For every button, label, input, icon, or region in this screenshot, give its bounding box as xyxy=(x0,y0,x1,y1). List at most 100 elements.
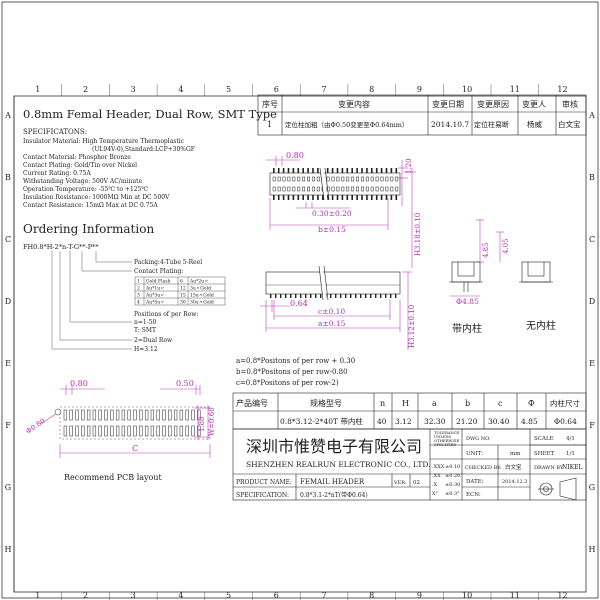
top-socket-lower xyxy=(395,186,399,192)
part-c-6: 30.40 xyxy=(488,417,510,426)
rev-c-0: 1 xyxy=(267,120,272,129)
top-pin-lower xyxy=(336,195,339,200)
pcb-pad-lower xyxy=(162,425,166,437)
pcb-pad-upper xyxy=(168,409,172,421)
pcb-pad-upper xyxy=(92,409,97,421)
side-pin xyxy=(320,294,322,298)
top-socket-upper xyxy=(375,176,379,182)
positions-type: T: SMT xyxy=(134,327,156,334)
tol-line-2: OTHERWISE xyxy=(434,438,460,443)
dim-405: 4.05 xyxy=(502,238,510,254)
top-pin-upper xyxy=(351,168,353,173)
top-socket-upper xyxy=(336,176,340,182)
plating-cell: 30u〃Gold xyxy=(190,300,214,306)
pcb-dim-080: 0.80 xyxy=(70,379,88,388)
border-col-bottom-2: 2 xyxy=(83,591,88,600)
label-with-post: 带内柱 xyxy=(452,322,482,335)
pcb-pad-upper xyxy=(133,409,137,421)
top-socket-upper xyxy=(390,176,394,182)
part-c-8: Φ0.64 xyxy=(554,417,577,426)
dim-phi-post: Φ4.85 xyxy=(456,297,479,306)
top-socket-upper xyxy=(341,176,345,182)
spec-line-8: Contact Resistance: 15mΩ Max at DC 0.75A xyxy=(23,202,158,209)
side-pin xyxy=(360,294,362,298)
plating-cell: 12 xyxy=(180,286,186,292)
top-socket-lower xyxy=(346,186,350,192)
side-view-connector xyxy=(265,265,401,301)
rev-h-2: 变更日期 xyxy=(432,99,464,109)
dim-a: a±0.15 xyxy=(318,319,346,328)
side-pin xyxy=(340,294,342,298)
pcb-pad-upper xyxy=(75,409,79,421)
top-pin-lower xyxy=(282,195,285,200)
top-pin-lower xyxy=(351,195,353,200)
plating-heading: Contact Plating: xyxy=(134,268,183,275)
top-pin-lower xyxy=(287,195,290,200)
side-pin xyxy=(355,294,357,298)
border-row-right-G: G xyxy=(589,483,595,492)
formula-a: a=0.8*Positons of per row + 0.30 xyxy=(236,357,355,365)
side-pin xyxy=(390,294,392,298)
top-socket-lower xyxy=(277,186,281,192)
formula-c: c=0.8*Positons of per row-2) xyxy=(236,379,339,387)
top-socket-upper xyxy=(272,176,276,182)
rev-c-3: 定位柱易断 xyxy=(474,120,509,129)
top-pin-lower xyxy=(307,195,309,200)
company-cn: 深圳市惟赞电子有限公司 xyxy=(246,437,422,456)
top-socket-lower xyxy=(341,186,345,192)
border-row-right-H: H xyxy=(589,545,596,554)
drawing-title: 0.8mm Femal Header, Dual Row, SMT Type xyxy=(23,107,277,121)
pcb-caption: Recommend PCB layout xyxy=(64,473,163,482)
tol-xx: .XX xyxy=(432,473,441,479)
border-row-right-E: E xyxy=(589,359,595,368)
border-col-bottom-7: 7 xyxy=(321,591,326,600)
plating-cell: Au*2u〃 xyxy=(189,279,209,285)
top-socket-upper xyxy=(370,176,374,182)
pcb-pad-upper xyxy=(127,409,131,421)
pcb-pad-lower xyxy=(150,425,155,437)
top-socket-lower xyxy=(370,186,374,192)
dim-120: 1.20 xyxy=(405,158,413,174)
border-col-bottom-1: 1 xyxy=(35,591,40,600)
top-pin-lower xyxy=(380,195,383,200)
part-c-7: 4.85 xyxy=(521,417,538,426)
border-row-right-C: C xyxy=(589,235,595,244)
ordering-code: FH0.8*H-2*n-T-G**-P** xyxy=(23,243,99,251)
pcb-dimensions xyxy=(39,385,211,458)
scale-label: SCALE xyxy=(534,436,554,442)
top-socket-lower xyxy=(282,186,286,192)
side-pin xyxy=(275,294,277,298)
top-pin-lower xyxy=(322,195,324,200)
pcb-pad-lower xyxy=(173,425,178,437)
top-socket-upper xyxy=(282,176,286,182)
pcb-pad-lower xyxy=(168,425,172,437)
post-with-inner xyxy=(449,261,483,292)
post-dimensions xyxy=(450,219,504,297)
tol-x: .X xyxy=(432,482,438,488)
pcb-pad-lower xyxy=(104,425,108,437)
formula-b: b=0.8*Positons of per row-0.80 xyxy=(236,368,348,376)
border-col-top-4: 4 xyxy=(178,85,183,94)
side-pin xyxy=(295,294,297,298)
border-col-bottom-3: 3 xyxy=(131,591,136,600)
pcb-pad-lower xyxy=(127,425,131,437)
border-col-bottom-11: 11 xyxy=(510,591,520,600)
rev-h-4: 变更人 xyxy=(522,99,546,109)
border-row-left-B: B xyxy=(5,173,11,182)
title-block xyxy=(232,428,587,501)
pcb-pad-lower xyxy=(121,425,126,437)
top-socket-upper xyxy=(331,176,335,182)
tol-deg: X° xyxy=(432,491,439,497)
checked-value: 白文宝 xyxy=(505,463,522,471)
top-socket-upper xyxy=(292,176,296,182)
top-socket-lower xyxy=(297,186,301,192)
top-pin-upper xyxy=(331,168,334,173)
tol-deg-val: ±0.3° xyxy=(445,491,460,497)
top-socket-lower xyxy=(336,186,340,192)
pcb-pad-upper xyxy=(115,409,120,421)
plating-cell: Au*5u〃 xyxy=(145,300,165,306)
border-col-top-1: 1 xyxy=(35,85,40,94)
top-socket-lower xyxy=(356,186,359,192)
label-without-post: 无内柱 xyxy=(526,319,556,332)
